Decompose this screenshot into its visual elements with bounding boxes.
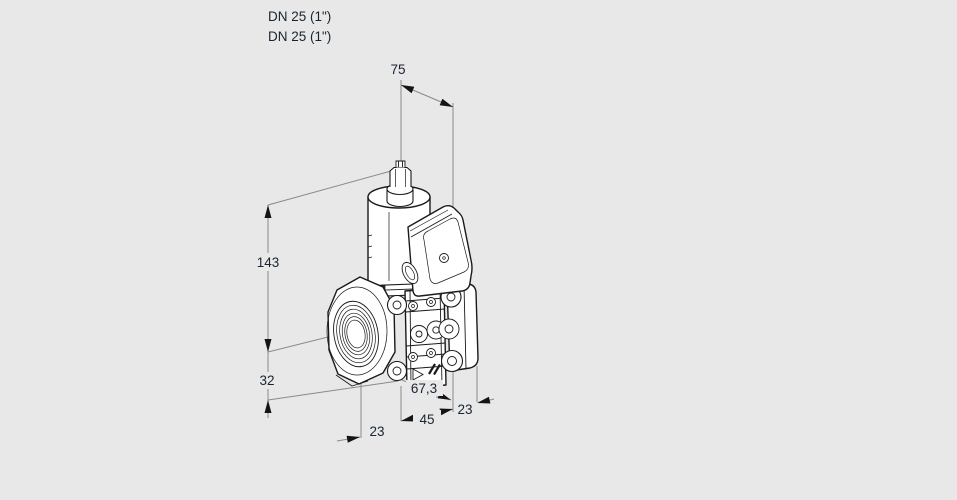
gas-symbol-icon [428, 363, 441, 376]
cable-gland [401, 261, 419, 285]
dim-32-label: 32 [259, 373, 274, 388]
product-labels: DN 25 (1") DN 25 (1") [268, 9, 331, 44]
dim-75-label: 75 [390, 62, 405, 77]
dimension-annotations: 143 32 75 23 45 [250, 62, 495, 443]
thread-bore [333, 300, 379, 368]
inlet-flange [326, 276, 396, 387]
dn-size-label-1: DN 25 (1") [268, 9, 331, 24]
flow-direction-icon [412, 368, 424, 381]
dim-diagonal: 67,3 [401, 379, 452, 401]
dim-143-label: 143 [257, 255, 280, 270]
dim-top-width: 75 [390, 62, 454, 108]
dim-bottom-mid: 45 [400, 408, 454, 427]
dim-23-right-label: 23 [457, 402, 472, 417]
dim-23-left-label: 23 [369, 424, 384, 439]
valve-body-block [404, 287, 447, 389]
dim-height: 143 32 [250, 205, 286, 418]
terminal-box [401, 205, 473, 297]
dim-67-3-label: 67,3 [411, 381, 437, 396]
dim-45-label: 45 [419, 412, 434, 427]
cover-screw-icon [439, 253, 449, 263]
valve-drawing [326, 160, 479, 389]
dn-size-label-2: DN 25 (1") [268, 29, 331, 44]
dim-bottom-right: 23 [452, 396, 495, 417]
dim-bottom-left: 23 [336, 424, 385, 443]
